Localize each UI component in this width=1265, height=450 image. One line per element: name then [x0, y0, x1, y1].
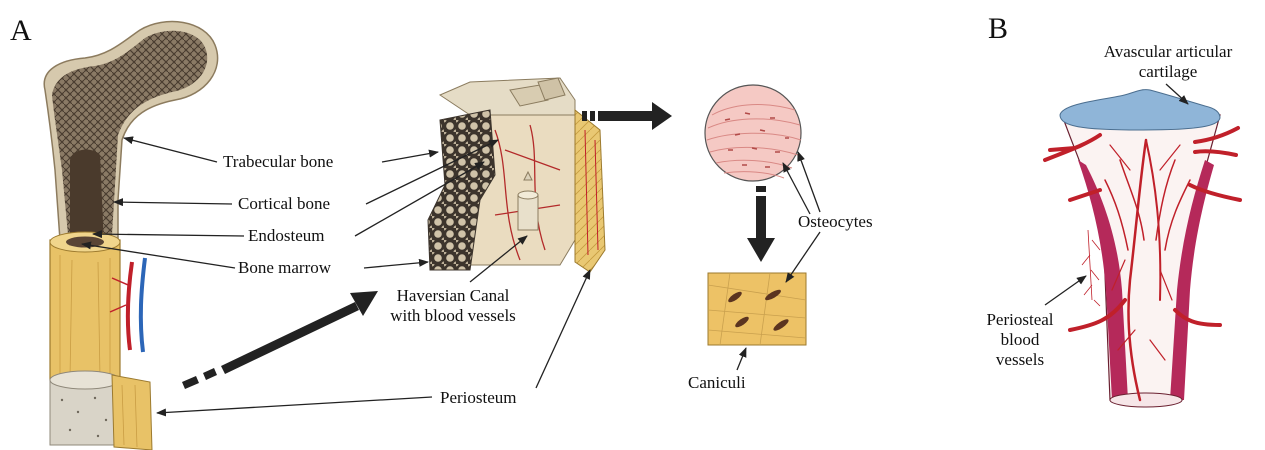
label-periosteal-line-2: blood: [975, 330, 1065, 350]
label-caniculi: Caniculi: [688, 373, 746, 393]
bare-bone-segment: [50, 380, 120, 445]
arrow-femur-to-block: [182, 291, 378, 389]
compact-bone-block: [428, 78, 605, 272]
label-endosteum: Endosteum: [248, 226, 325, 246]
shaft-cut-marrow: [66, 237, 104, 248]
label-cartilage-line-2: cartilage: [1068, 62, 1265, 82]
caniculi-section: [708, 273, 806, 345]
label-periosteal-line-3: vessels: [975, 350, 1065, 370]
osteocyte-micrograph: [705, 85, 801, 181]
label-trabecular-bone: Trabecular bone: [223, 152, 333, 172]
label-haversian-line-1: Haversian Canal: [368, 286, 538, 306]
label-osteocytes: Osteocytes: [798, 212, 873, 232]
label-periosteal-line-1: Periosteal: [975, 310, 1065, 330]
medullary-cavity: [70, 150, 104, 245]
label-cortical-bone: Cortical bone: [238, 194, 330, 214]
label-bone-marrow: Bone marrow: [238, 258, 331, 278]
femur-shaft: [50, 240, 120, 380]
label-haversian-line-2: with blood vessels: [368, 306, 538, 326]
label-periosteal-vessels: Periosteal blood vessels: [975, 310, 1065, 370]
panel-label-b: B: [988, 14, 1008, 44]
label-haversian-canal: Haversian Canal with blood vessels: [368, 286, 538, 326]
arrow-micrograph-to-caniculi: [747, 186, 775, 262]
label-cartilage-line-1: Avascular articular: [1068, 42, 1265, 62]
artery: [128, 262, 132, 350]
articular-cartilage: [1060, 90, 1220, 130]
periosteum-flap: [112, 375, 152, 450]
label-avascular-cartilage: Avascular articular cartilage: [1068, 42, 1265, 82]
bone-body: [1062, 115, 1220, 400]
panel-label-a: A: [10, 16, 32, 46]
long-bone-vascular: [1045, 90, 1240, 407]
block-periosteum-layer: [575, 110, 605, 272]
label-periosteum: Periosteum: [440, 388, 517, 408]
vein: [141, 258, 145, 352]
